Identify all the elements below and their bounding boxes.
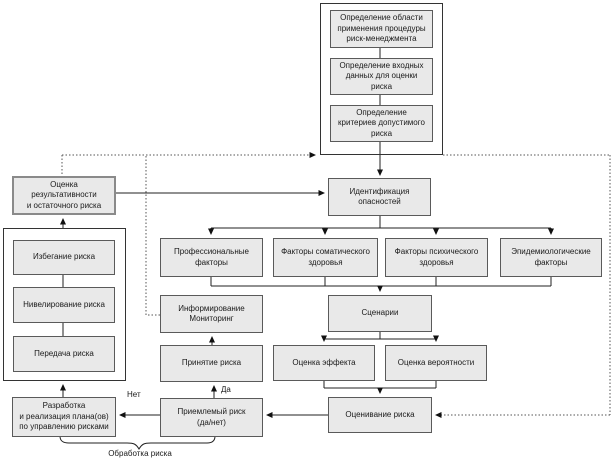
node-effectiveness-evaluation: Оценка результативности и остаточного ри…	[12, 176, 116, 215]
node-effect-assessment: Оценка эффекта	[273, 345, 375, 381]
label-yes: Да	[221, 385, 231, 394]
node-professional-factors: Профессиональные факторы	[160, 238, 263, 277]
node-somatic-factors: Факторы соматического здоровья	[273, 238, 378, 277]
node-scenarios: Сценарии	[328, 295, 432, 332]
node-risk-leveling: Нивелирование риска	[13, 287, 115, 323]
label-no: Нет	[127, 390, 141, 399]
node-risk-transfer: Передача риска	[13, 336, 115, 372]
node-risk-evaluation: Оценивание риска	[328, 397, 432, 433]
risk-treatment-options-group	[3, 228, 126, 381]
node-plan-development: Разработка и реализация плана(ов) по упр…	[12, 397, 116, 437]
node-probability-assessment: Оценка вероятности	[385, 345, 487, 381]
node-scope-definition: Определение области применения процедуры…	[330, 10, 433, 48]
label-risk-treatment: Обработка риска	[108, 449, 172, 458]
node-psychic-factors: Факторы психического здоровья	[385, 238, 488, 277]
monitoring-feedback-dotted-lines	[61, 152, 611, 418]
node-criteria-definition: Определение критериев допустимого риска	[330, 105, 433, 142]
node-acceptable-risk: Приемлемый риск (да/нет)	[160, 398, 263, 437]
node-hazard-identification: Идентификация опасностей	[328, 178, 431, 216]
node-input-data-definition: Определение входных данных для оценки ри…	[330, 58, 433, 95]
node-informing-monitoring: Информирование Мониторинг	[160, 295, 263, 333]
procedure-definition-group	[320, 3, 443, 155]
solid-arrows	[60, 48, 554, 418]
node-epidemiological-factors: Эпидемиологические факторы	[500, 238, 602, 277]
node-risk-acceptance: Принятие риска	[160, 345, 263, 382]
risk-treatment-brace	[59, 435, 216, 450]
node-risk-avoidance: Избегание риска	[13, 240, 115, 275]
